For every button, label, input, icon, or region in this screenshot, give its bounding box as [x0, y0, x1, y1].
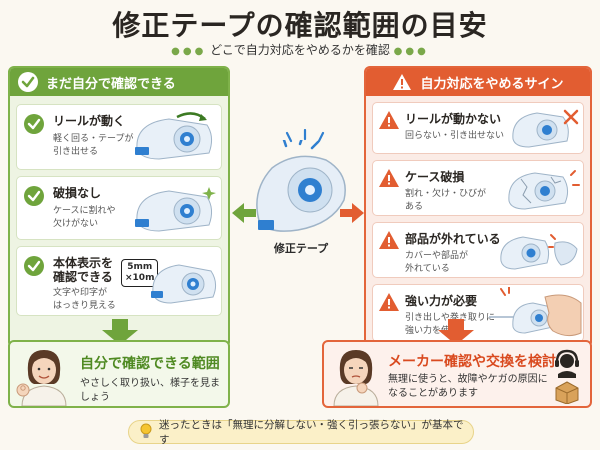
stop-card-force-needed: 強い力が必要 引き出しや巻き取りに 強い力を使う — [372, 284, 584, 342]
lightbulb-icon — [139, 423, 153, 442]
bottom-right-desc: 無理に使うと、故障やケガの原因に なることがあります — [388, 374, 548, 399]
page-title: 修正テープの確認範囲の目安 — [112, 9, 488, 42]
arrow-right-icon — [340, 203, 364, 227]
card-desc: 軽く回る・テープが 引き出せる — [53, 134, 134, 157]
center-decoration-ticks — [285, 128, 325, 147]
check-circle-icon — [23, 113, 44, 134]
detached-parts-illustration — [497, 227, 581, 279]
ok-card-reel-moves: リールが動く 軽く回る・テープが 引き出せる — [16, 104, 222, 170]
arrow-down-icon — [100, 319, 140, 349]
card-desc: カバーや部品が 外れている — [405, 251, 469, 274]
right-panel-header: 自力対応をやめるサイン — [366, 68, 590, 96]
warning-icon — [392, 73, 412, 91]
check-circle-icon — [23, 255, 44, 276]
hand-pulling-illustration — [487, 286, 583, 345]
stop-card-case-broken: ケース破損 割れ・欠け・ひびが ある — [372, 160, 584, 216]
right-panel-heading: 自力対応をやめるサイン — [420, 76, 564, 92]
stop-card-parts-off: 部品が外れている カバーや部品が 外れている — [372, 222, 584, 278]
card-title: リールが動く — [53, 114, 126, 128]
left-panel-heading: まだ自分で確認できる — [46, 76, 176, 92]
left-panel-header: まだ自分で確認できる — [10, 68, 228, 96]
card-title: ケース破損 — [405, 170, 465, 184]
card-desc: ケースに割れや 欠けがない — [53, 206, 116, 229]
check-circle-icon — [23, 185, 44, 206]
bottom-left-box: 自分で確認できる範囲 やさしく取り扱い、様子を見ましょう — [8, 340, 230, 408]
tape-dispenser-illustration — [129, 109, 217, 169]
ok-card-label-readable: 本体表示を 確認できる 文字や印字が はっきり見える 5mm ×10m — [16, 246, 222, 316]
arrow-left-icon — [232, 203, 256, 227]
card-title: 本体表示を 確認できる — [53, 256, 114, 284]
warning-icon — [379, 293, 399, 313]
warning-icon — [379, 169, 399, 189]
dots-decoration-right: ●●● — [393, 46, 429, 57]
left-panel: まだ自分で確認できる リールが動く 軽く回る・テープが 引き出せる 破損なし ケ… — [8, 66, 230, 348]
check-circle-icon — [18, 72, 38, 92]
warning-icon — [379, 111, 399, 131]
ok-card-no-damage: 破損なし ケースに割れや 欠けがない — [16, 176, 222, 240]
person-ok-illustration — [14, 346, 74, 410]
card-desc: 回らない・引き出せない — [405, 131, 505, 141]
size-spec-badge: 5mm ×10m — [121, 259, 159, 287]
tip-text: 迷ったときは「無理に分解しない・強く引っ張らない」が基本です — [159, 419, 464, 446]
card-desc: 文字や印字が はっきり見える — [53, 288, 116, 311]
bottom-right-title: メーカー確認や交換を検討 — [388, 354, 556, 370]
card-title: 強い力が必要 — [405, 294, 478, 308]
box-icon — [554, 380, 580, 408]
bottom-left-desc: やさしく取り扱い、様子を見ましょう — [80, 378, 220, 403]
card-title: 破損なし — [53, 186, 102, 200]
center-tape-illustration — [248, 136, 354, 242]
right-panel: 自力対応をやめるサイン リールが動かない 回らない・引き出せない ケース破損 割… — [364, 66, 592, 348]
bottom-left-title: 自分で確認できる範囲 — [80, 356, 220, 372]
dots-decoration-left: ●●● — [171, 46, 207, 57]
cracked-case-illustration — [501, 165, 581, 217]
center-label: 修正テープ — [273, 242, 329, 255]
tape-dispenser-illustration — [147, 257, 219, 313]
headset-icon — [552, 348, 582, 382]
stop-card-reel-stuck: リールが動かない 回らない・引き出せない — [372, 102, 584, 154]
page-subtitle: ●●● どこで自力対応をやめるかを確認 ●●● — [0, 41, 600, 58]
card-title: リールが動かない — [405, 112, 502, 126]
bottom-right-box: メーカー確認や交換を検討 無理に使うと、故障やケガの原因に なることがあります — [322, 340, 592, 408]
warning-icon — [379, 231, 399, 251]
card-desc: 割れ・欠け・ひびが ある — [405, 189, 487, 212]
card-title: 部品が外れている — [405, 232, 501, 246]
person-thinking-illustration — [328, 346, 384, 410]
arrow-down-icon — [436, 319, 476, 349]
subtitle-text: どこで自力対応をやめるかを確認 — [210, 43, 390, 57]
broken-tape-illustration — [505, 105, 581, 157]
tape-dispenser-illustration — [129, 181, 217, 241]
tip-note: 迷ったときは「無理に分解しない・強く引っ張らない」が基本です — [128, 419, 474, 446]
card-desc: 引き出しや巻き取りに 強い力を使う — [405, 313, 495, 336]
